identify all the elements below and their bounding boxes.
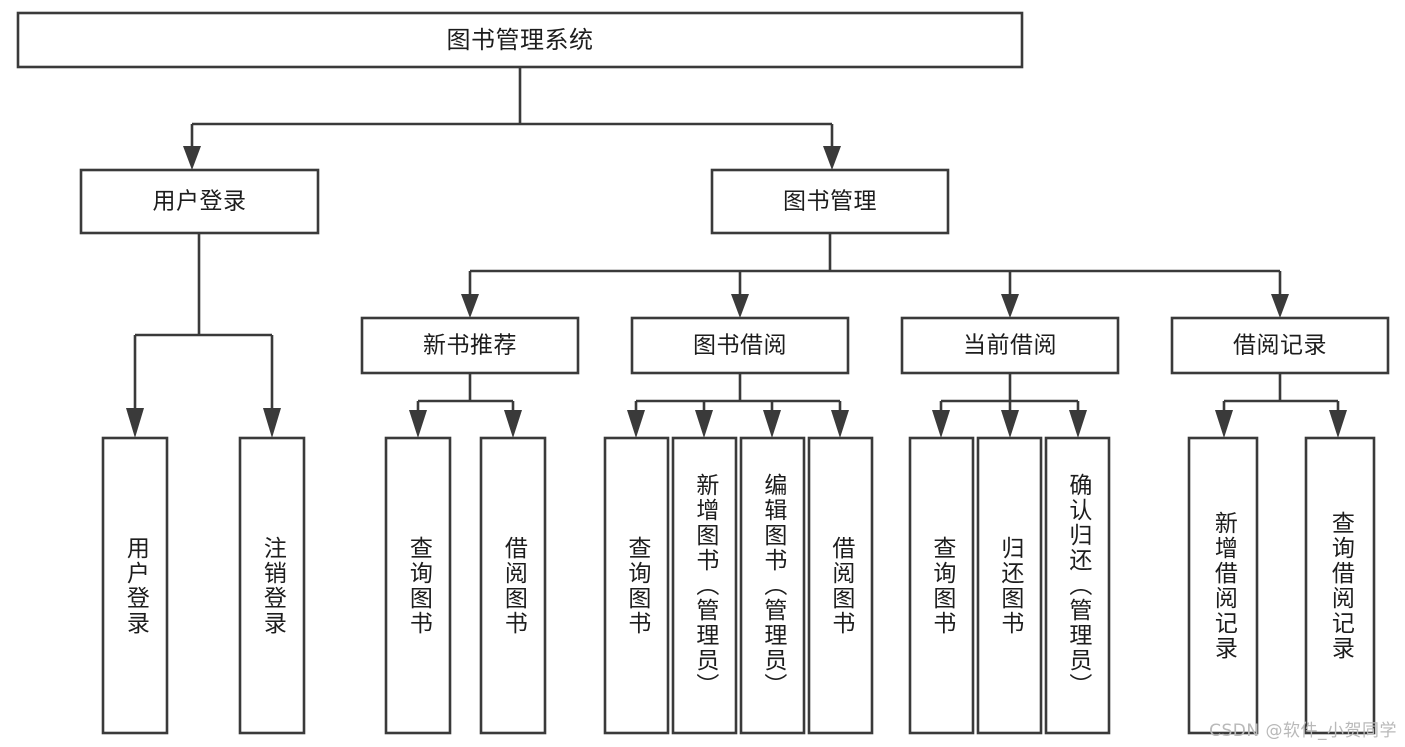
node-root-book-management-system[interactable] [16, 11, 1024, 69]
node-current-borrow[interactable] [900, 316, 1120, 375]
node-new-book-recommend-label: 新书推荐 [423, 333, 517, 359]
arrow-head-leaf-user-login-1 [263, 408, 281, 438]
node-root-label: 图书管理系统 [447, 26, 594, 54]
arrow-head-leaf-current-2 [1069, 410, 1087, 438]
leaf-recommend-query-book[interactable] [384, 436, 452, 735]
leaf-borrow-add-book-admin[interactable] [671, 436, 738, 735]
leaf-current-query-book[interactable] [908, 436, 975, 735]
leaf-borrow-borrow-book[interactable] [807, 436, 874, 735]
leaf-borrow-query-book[interactable] [603, 436, 670, 735]
leaf-user-login-logout[interactable] [238, 436, 306, 735]
arrow-head-leaf-current-1 [1001, 410, 1019, 438]
arrow-head-leaf-record-0 [1215, 410, 1233, 438]
node-current-borrow-label: 当前借阅 [963, 333, 1057, 359]
node-user-login-label: 用户登录 [153, 189, 247, 215]
arrow-head-borrow [731, 294, 749, 318]
leaf-current-return-book[interactable] [976, 436, 1043, 735]
node-book-management-label: 图书管理 [783, 189, 877, 215]
leaf-user-login-login[interactable] [101, 436, 169, 735]
arrow-head-leaf-recommend-0 [409, 410, 427, 438]
leaf-record-add-record[interactable] [1187, 436, 1259, 735]
arrow-head-leaf-current-0 [932, 410, 950, 438]
node-layer: 图书管理系统 用户登录 图书管理 新书推荐 图书借阅 当前借阅 借阅记录 [16, 11, 1390, 735]
csdn-watermark: CSDN @软件_小贺同学 [1209, 721, 1397, 741]
leaf-recommend-borrow-book[interactable] [479, 436, 547, 735]
node-book-borrow[interactable] [630, 316, 850, 375]
connector-layer [126, 67, 1347, 438]
arrow-head-record [1271, 294, 1289, 318]
arrow-head-leaf-recommend-1 [504, 410, 522, 438]
node-borrow-record[interactable] [1170, 316, 1390, 375]
node-borrow-record-label: 借阅记录 [1233, 333, 1327, 359]
arrow-head-leaf-record-1 [1329, 410, 1347, 438]
arrow-head-current [1001, 294, 1019, 318]
arrow-head-recommend [461, 294, 479, 318]
node-new-book-recommend[interactable] [360, 316, 580, 375]
arrow-head-leaf-borrow-2 [763, 410, 781, 438]
leaf-borrow-edit-book-admin[interactable] [739, 436, 806, 735]
arrow-head-user-login [183, 146, 201, 170]
node-user-login[interactable] [79, 168, 320, 235]
arrow-head-leaf-borrow-1 [695, 410, 713, 438]
node-book-management[interactable] [710, 168, 950, 235]
arrow-head-leaf-borrow-3 [831, 410, 849, 438]
arrow-head-leaf-user-login-0 [126, 408, 144, 438]
arrow-head-leaf-borrow-0 [627, 410, 645, 438]
leaf-current-confirm-return-admin[interactable] [1044, 436, 1111, 735]
arrow-head-book-manage [823, 146, 841, 170]
node-book-borrow-label: 图书借阅 [693, 333, 787, 359]
leaf-record-query-record[interactable] [1304, 436, 1376, 735]
